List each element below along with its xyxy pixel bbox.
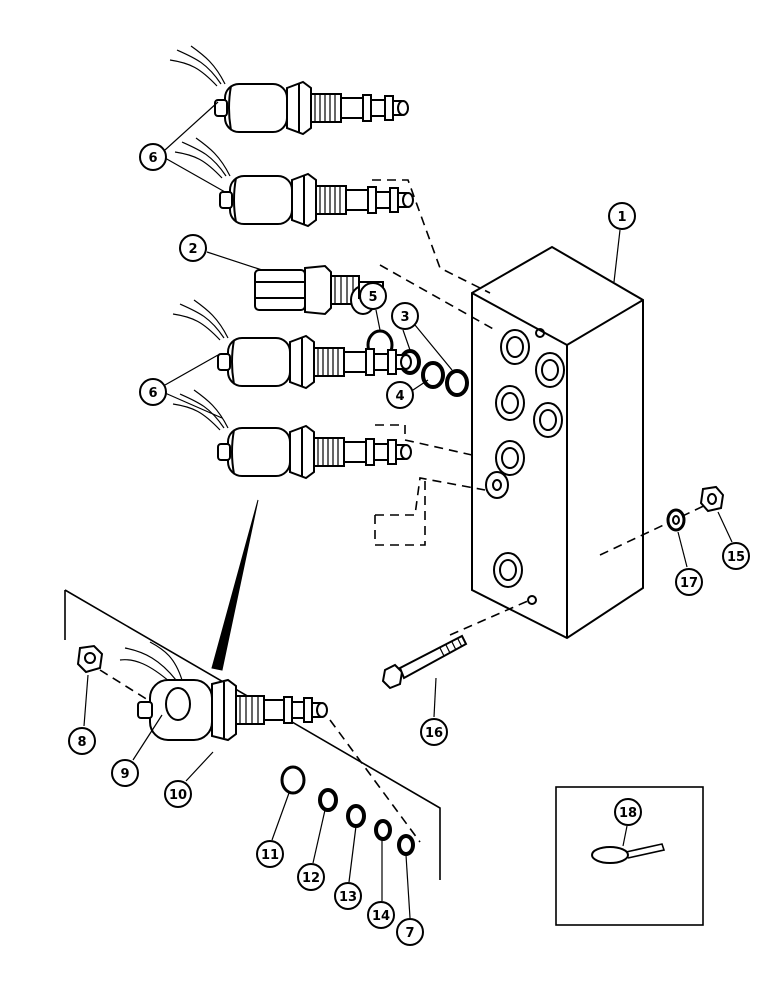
- callout-10: 10: [164, 780, 192, 808]
- manifold-block: [471, 245, 644, 640]
- callout-4: 4: [386, 381, 414, 409]
- solenoid-valve-3: [172, 299, 412, 389]
- callout-12: 12: [297, 863, 325, 891]
- solenoid-valve-1: [169, 45, 409, 135]
- detail-pointer: [211, 499, 259, 671]
- callout-1: 1: [608, 202, 636, 230]
- callout-2: 2: [179, 234, 207, 262]
- callout-6-upper: 6: [139, 143, 167, 171]
- nut-8: [76, 644, 104, 674]
- callout-6-upper-label: 6: [148, 151, 157, 166]
- callout-8-label: 8: [77, 735, 86, 750]
- solenoid-valve-2: [174, 137, 414, 227]
- callout-18-label: 18: [619, 806, 637, 821]
- callout-8: 8: [68, 727, 96, 755]
- cable-tie-inset: [555, 786, 704, 926]
- backup-ring-12: [318, 788, 338, 812]
- backup-ring-3b: [445, 369, 469, 397]
- callout-2-label: 2: [188, 242, 197, 257]
- callout-3-label: 3: [400, 310, 409, 325]
- o-ring-11: [280, 765, 306, 795]
- backup-ring-14: [374, 819, 392, 841]
- o-ring-7: [397, 834, 415, 856]
- washer-17: [666, 508, 686, 532]
- callout-9: 9: [111, 759, 139, 787]
- callout-7: 7: [396, 918, 424, 946]
- bolt-16: [381, 634, 468, 690]
- o-ring-13: [346, 804, 366, 828]
- callout-13: 13: [334, 882, 362, 910]
- callout-12-label: 12: [302, 871, 320, 886]
- callout-13-label: 13: [339, 890, 357, 905]
- callout-5: 5: [359, 282, 387, 310]
- o-ring-4: [421, 361, 445, 389]
- nut-15: [699, 485, 725, 513]
- solenoid-valve-4: [172, 389, 412, 479]
- manifold-ports: [485, 328, 565, 605]
- callout-3: 3: [391, 302, 419, 330]
- callout-6-lower-label: 6: [148, 386, 157, 401]
- callout-16: 16: [420, 718, 448, 746]
- callout-4-label: 4: [395, 389, 404, 404]
- callout-11: 11: [256, 840, 284, 868]
- callout-11-label: 11: [261, 848, 279, 863]
- callout-1-label: 1: [617, 210, 626, 225]
- callout-7-label: 7: [405, 926, 414, 941]
- callout-14: 14: [367, 901, 395, 929]
- leader-lines: [83, 101, 733, 919]
- callout-15-label: 15: [727, 550, 745, 565]
- detail-panel-frame: [64, 589, 441, 880]
- callout-14-label: 14: [372, 909, 390, 924]
- callout-16-label: 16: [425, 726, 443, 741]
- callout-17-label: 17: [680, 576, 698, 591]
- callout-6-lower: 6: [139, 378, 167, 406]
- cable-tie-18: [591, 843, 666, 864]
- callout-18: 18: [614, 798, 642, 826]
- callout-15: 15: [722, 542, 750, 570]
- callout-17: 17: [675, 568, 703, 596]
- callout-9-label: 9: [120, 767, 129, 782]
- detail-solenoid-valve: [119, 641, 328, 742]
- callout-10-label: 10: [169, 788, 187, 803]
- callout-5-label: 5: [368, 290, 377, 305]
